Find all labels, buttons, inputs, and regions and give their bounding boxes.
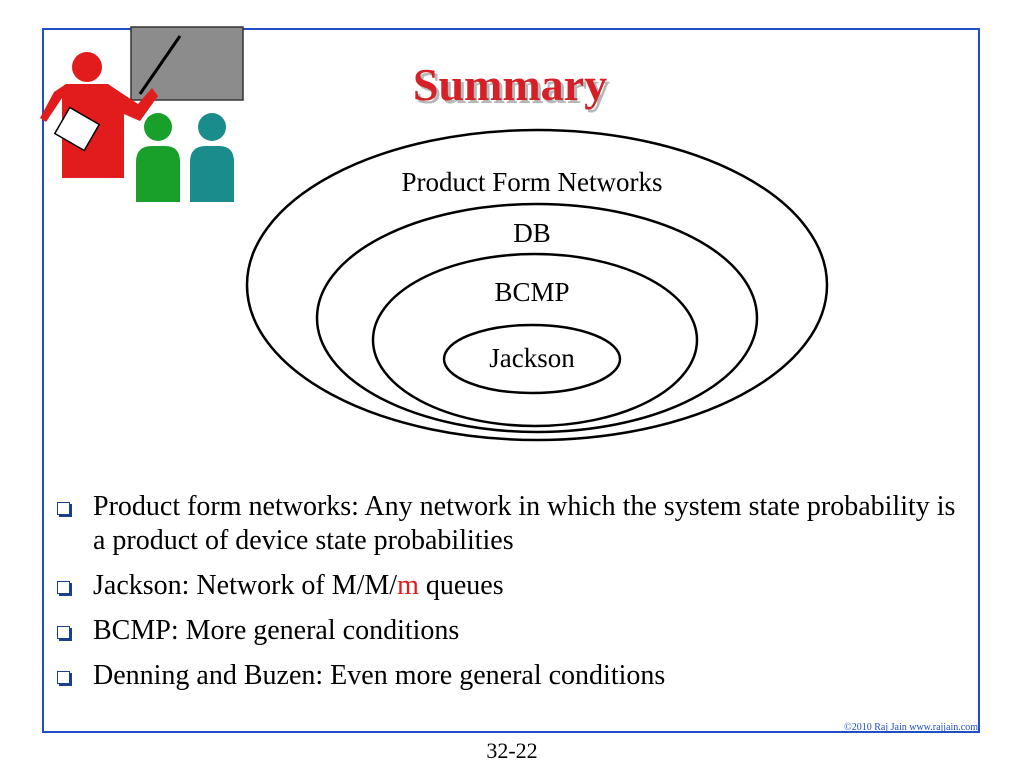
slide-frame <box>42 28 980 733</box>
bullet-text-suffix: queues <box>418 570 504 601</box>
bullet-text: Product form networks: Any network in wh… <box>93 491 956 556</box>
ellipse-product-form-networks <box>245 128 829 442</box>
bullet-item: Jackson: Network of M/M/m queues <box>55 569 970 603</box>
page-number: 32-22 <box>486 738 538 763</box>
ellipse-bcmp <box>371 252 699 428</box>
ellipse-jackson <box>442 323 622 395</box>
bullet-text: BCMP: More general conditions <box>93 615 460 646</box>
bullet-list: Product form networks: Any network in wh… <box>55 490 970 704</box>
presentation-board <box>130 26 244 101</box>
bullet-text: Denning and Buzen: Even more general con… <box>93 660 666 691</box>
bullet-text-prefix: Jackson: Network of M/M/ <box>93 570 398 601</box>
bullet-item: Denning and Buzen: Even more general con… <box>55 659 970 693</box>
product-form-diagram: Product Form Networks DB BCMP Jackson <box>245 128 829 442</box>
checkbox-bullet-icon <box>57 671 70 684</box>
checkbox-bullet-icon <box>57 581 70 594</box>
pointer-stick <box>138 35 182 95</box>
bullet-text-highlight: m <box>397 570 419 601</box>
presenter-clipart <box>40 26 244 202</box>
label-bcmp: BCMP <box>494 277 569 307</box>
ellipse-db <box>315 202 759 434</box>
bullet-item: BCMP: More general conditions <box>55 614 970 648</box>
copyright-notice: ©2010 Raj Jain www.rajjain.com <box>844 722 978 733</box>
slide-title: Summary <box>412 59 608 110</box>
presenter-figure <box>40 52 158 178</box>
checkbox-bullet-icon <box>57 626 70 639</box>
audience-member-green <box>136 113 180 202</box>
label-db: DB <box>513 218 551 248</box>
audience-member-teal <box>190 113 234 202</box>
checkbox-bullet-icon <box>57 502 70 515</box>
bullet-item: Product form networks: Any network in wh… <box>55 490 970 558</box>
label-product-form-networks: Product Form Networks <box>402 167 663 197</box>
label-jackson: Jackson <box>489 343 575 373</box>
